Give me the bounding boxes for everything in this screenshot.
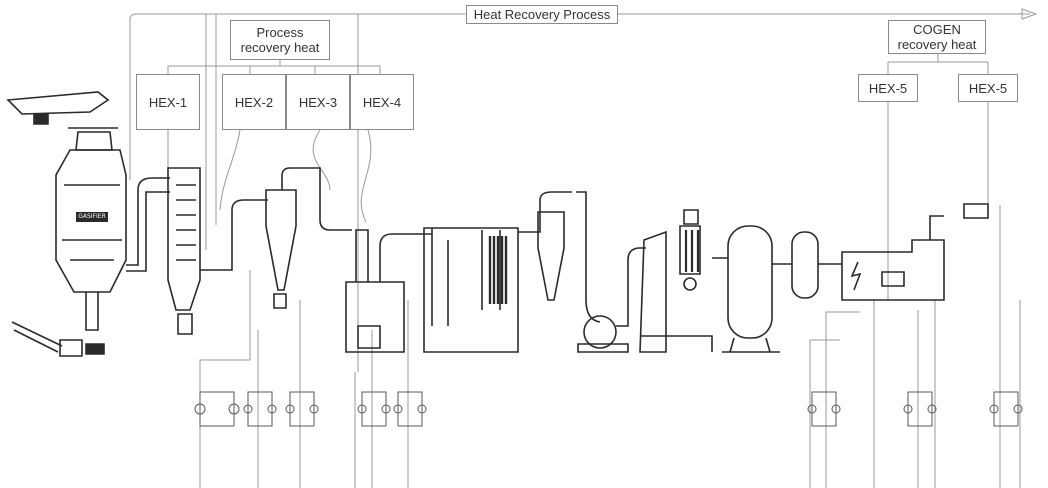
hex-2-box: HEX-2 [222, 74, 286, 130]
hex-5-box-right: HEX-5 [958, 74, 1018, 102]
hex-5-left-label: HEX-5 [869, 81, 907, 96]
exhaust-hex-2 [964, 204, 988, 218]
cyclone-2 [538, 212, 564, 300]
drier-heater-coil [686, 230, 698, 272]
utility-lines [200, 205, 1020, 488]
gasifier-outlet-duct [126, 178, 170, 271]
ash-discharge [60, 340, 82, 356]
hex-5-right-label: HEX-5 [969, 81, 1007, 96]
hex3-line [313, 130, 330, 190]
cyclone-1-outlet [282, 168, 352, 230]
column-outlet-duct [200, 200, 268, 270]
hex-1-box: HEX-1 [136, 74, 200, 130]
electric-heater-symbol [684, 210, 698, 224]
connect-pipes [712, 258, 842, 264]
hex-5-box-left: HEX-5 [858, 74, 918, 102]
column-ladder [176, 185, 196, 260]
hex-1-label: HEX-1 [149, 95, 187, 110]
heat-recovery-process-label: Heat Recovery Process [466, 5, 618, 24]
hex2-line [220, 130, 240, 210]
screw-feeder [12, 322, 62, 352]
process-heat-bus [168, 60, 380, 74]
gasifier-hopper [68, 128, 118, 150]
buffer-vessel [792, 232, 818, 298]
gasifier-label-text: GASIFIER [78, 213, 106, 220]
hex-column [168, 168, 200, 310]
conveyor-drive [34, 114, 48, 124]
cogen-heat-bus [888, 54, 988, 74]
feed-conveyor [8, 92, 108, 114]
gasifier-motor [86, 344, 104, 354]
pump-skids [195, 392, 1022, 426]
drier-vessel [640, 232, 712, 352]
hex-3-label: HEX-3 [299, 95, 337, 110]
cogen-recovery-heat-box: COGEN recovery heat [888, 20, 986, 54]
cyclone-2-outlet [576, 192, 600, 322]
cogen-recovery-heat-line1: COGEN [913, 22, 961, 37]
hex-4-box: HEX-4 [350, 74, 414, 130]
gasifier-label: GASIFIER [76, 212, 108, 222]
gas-holder-tank [728, 226, 772, 338]
exhaust-hex [882, 272, 904, 286]
scrubber-unit [424, 228, 518, 352]
hex-2-label: HEX-2 [235, 95, 273, 110]
hex-4-label: HEX-4 [363, 95, 401, 110]
scrubber-tubes [490, 236, 506, 304]
gasifier-internals [62, 185, 122, 330]
filter-element [358, 326, 380, 348]
cogen-recovery-heat-line2: recovery heat [898, 37, 977, 52]
hex4-line [361, 130, 371, 222]
column-bottom-drum [178, 314, 192, 334]
generator-lightning [852, 262, 860, 290]
drier-bottom [684, 278, 696, 290]
hex-3-box: HEX-3 [286, 74, 350, 130]
tank-legs [722, 338, 780, 352]
engine-generator [842, 216, 944, 300]
cyclone-1 [266, 190, 296, 290]
filter-vessel [346, 230, 404, 352]
cyclone-1-drum [274, 294, 286, 308]
process-recovery-heat-line2: recovery heat [241, 40, 320, 55]
process-recovery-heat-box: Process recovery heat [230, 20, 330, 60]
heat-recovery-process-text: Heat Recovery Process [474, 7, 611, 22]
process-recovery-heat-line1: Process [257, 25, 304, 40]
